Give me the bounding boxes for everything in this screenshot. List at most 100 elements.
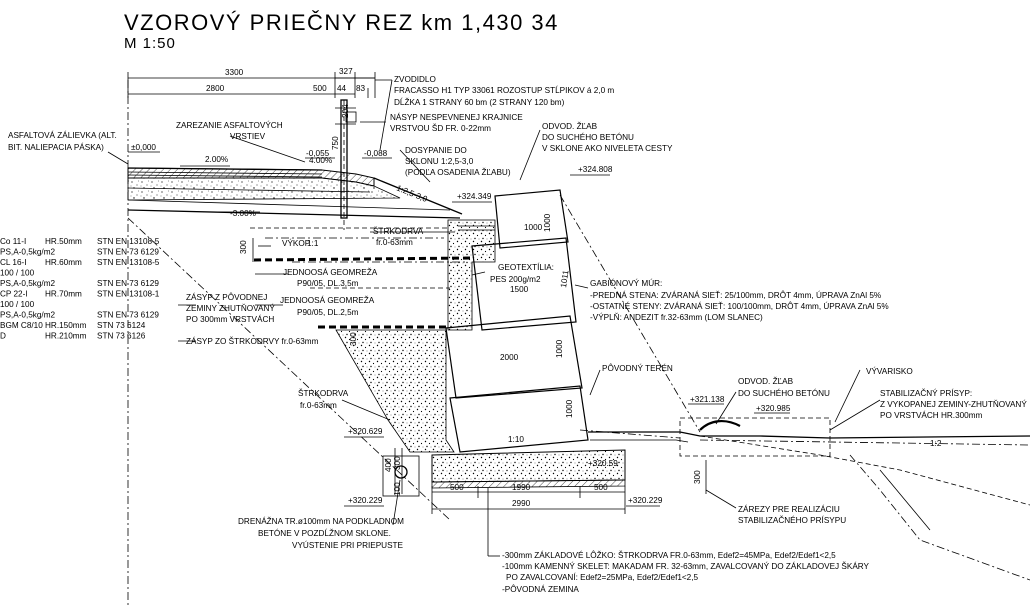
drawing-title: VZOROVÝ PRIEČNY REZ km 1,430 34	[124, 10, 559, 35]
svg-text:ZEMINY ZHUTŇOVANÝ: ZEMINY ZHUTŇOVANÝ	[186, 303, 275, 313]
svg-text:(PODĽA OSADENIA ŽĽABU): (PODĽA OSADENIA ŽĽABU)	[405, 167, 511, 177]
svg-text:-VÝPLŇ: ANDEZIT fr.32-63mm (LO: -VÝPLŇ: ANDEZIT fr.32-63mm (LOM SLANEC)	[590, 312, 763, 322]
label-odvod-1: ODVOD. ŽĽAB DO SUCHÉHO BETÓNU V SKLONE A…	[542, 121, 673, 153]
gabion-block-top	[494, 189, 569, 249]
slope-4-percent: 4.00%	[309, 156, 332, 165]
svg-text:PO ZAVALCOVANÍ: Edef2=25MPa, E: PO ZAVALCOVANÍ: Edef2=25MPa, Edef2/Edef1…	[506, 572, 699, 582]
slope-minus-3-percent: -3.00%	[230, 209, 256, 218]
layer-thickness: HR.210mm	[45, 332, 87, 341]
svg-text:ZÁSYP Z PÔVODNEJ: ZÁSYP Z PÔVODNEJ	[186, 292, 267, 302]
excavation-lines	[127, 194, 701, 521]
dim-204: 204	[341, 104, 350, 118]
svg-text:FRACASSO H1 TYP 33061 ROZOSTUP: FRACASSO H1 TYP 33061 ROZOSTUP STĹPIKOV …	[394, 85, 614, 95]
dim-100: 100	[393, 482, 402, 496]
label-strkodrva-1: ŠTRKODRVA fr.0-63mm	[373, 226, 424, 247]
svg-text:DOSYPANIE DO: DOSYPANIE DO	[405, 146, 467, 155]
layer-standard: STN EN 13108-1	[97, 290, 160, 299]
svg-text:ZVODIDLO: ZVODIDLO	[394, 75, 436, 84]
elevation-zero: ±0,000	[131, 143, 156, 152]
layer-standard: STN EN 13108-5	[97, 237, 160, 246]
top-dimensions: 3300 327 2800 500 44 83 204 750	[127, 67, 376, 150]
svg-text:P90/05, DL.3,5m: P90/05, DL.3,5m	[297, 279, 359, 288]
layer-name: PS,A-0,5kg/m2	[0, 311, 56, 320]
svg-text:-OSTATNÉ STENY: ZVÁRANÁ SIEŤ:: -OSTATNÉ STENY: ZVÁRANÁ SIEŤ: 100/100mm,…	[590, 301, 889, 311]
svg-text:DO SUCHÉHO BETÓNU: DO SUCHÉHO BETÓNU	[738, 388, 830, 398]
svg-text:PO 300mm VRSTVÁCH: PO 300mm VRSTVÁCH	[186, 314, 274, 324]
guardrail-post	[335, 99, 357, 230]
svg-text:PO VRSTVÁCH HR.300mm: PO VRSTVÁCH HR.300mm	[880, 410, 983, 420]
dim-327: 327	[339, 67, 353, 76]
svg-text:fr.0-63mm: fr.0-63mm	[300, 401, 337, 410]
layer-name: 100 / 100	[0, 269, 35, 278]
layer-name: PS,A-0,5kg/m2	[0, 248, 56, 257]
dim-1000-top-v: 1000	[543, 213, 552, 232]
label-povodny-teren: PÔVODNÝ TERÉN	[602, 363, 673, 373]
dim-1000-bottom: 1000	[565, 399, 574, 418]
svg-text:ZÁREZY PRE REALIZÁCIU: ZÁREZY PRE REALIZÁCIU	[738, 504, 840, 514]
svg-text:NÁSYP NESPEVNENEJ KRAJNICE: NÁSYP NESPEVNENEJ KRAJNICE	[390, 112, 523, 122]
slope-1-1: 1:1	[307, 239, 319, 248]
svg-text:BIT. NALIEPACIA PÁSKA): BIT. NALIEPACIA PÁSKA)	[8, 142, 104, 152]
label-stabilizacny: STABILIZAČNÝ PRÍSYP: Z VYKOPANEJ ZEMINY-…	[880, 388, 1027, 420]
dim-2000: 2000	[500, 353, 519, 362]
dim-300-d: 300	[693, 470, 702, 484]
layer-standard: STN 73 6126	[97, 332, 146, 341]
dim-750: 750	[331, 136, 340, 150]
layer-name: CL 16-I	[0, 258, 27, 267]
dim-44: 44	[337, 84, 347, 93]
bottom-dimensions: 500 1990 500 2990	[431, 483, 626, 514]
svg-text:JEDNOOSÁ GEOMREŽA: JEDNOOSÁ GEOMREŽA	[280, 295, 375, 305]
svg-text:DO SUCHÉHO BETÓNU: DO SUCHÉHO BETÓNU	[542, 132, 634, 142]
layer-thickness: HR.150mm	[45, 321, 87, 330]
dim-2800: 2800	[206, 84, 225, 93]
svg-text:STABILIZAČNÝ PRÍSYP:: STABILIZAČNÝ PRÍSYP:	[880, 388, 972, 398]
dim-2990: 2990	[512, 499, 531, 508]
svg-text:ODVOD. ŽĽAB: ODVOD. ŽĽAB	[738, 376, 794, 386]
label-zasyp-1: ZÁSYP Z PÔVODNEJ ZEMINY ZHUTŇOVANÝ PO 30…	[186, 292, 275, 324]
right-terrain: +321.138 +320.985 300	[588, 395, 1030, 581]
svg-text:VRSTIEV: VRSTIEV	[230, 132, 266, 141]
elevation-320229-left: +320.229	[348, 496, 383, 505]
dim-500-right: 500	[594, 483, 608, 492]
foundation-dims-left: 400 300 100	[384, 448, 403, 496]
label-dosypanie: DOSYPANIE DO SKLONU 1:2,5-3,0 (PODĽA OSA…	[405, 146, 511, 177]
dim-300-c: 300	[393, 456, 402, 470]
gabion-block-bottom	[449, 385, 589, 453]
label-vykop: VÝKOP	[282, 238, 311, 248]
svg-text:PES 200g/m2: PES 200g/m2	[490, 275, 541, 284]
svg-text:V SKLONE AKO NIVELETA CESTY: V SKLONE AKO NIVELETA CESTY	[542, 144, 673, 153]
elevation-324808: +324.808	[578, 165, 613, 174]
dim-300-a: 300	[239, 240, 248, 254]
svg-text:VRSTVOU ŠD FR. 0-22mm: VRSTVOU ŠD FR. 0-22mm	[390, 123, 491, 133]
elevation-minus-0055: -0,055	[306, 149, 330, 158]
label-zarezanie: ZAREZANIE ASFALTOVÝCH VRSTIEV	[176, 120, 283, 141]
layer-thickness: HR.70mm	[45, 290, 82, 299]
dim-1500: 1500	[510, 285, 529, 294]
elevation-324349: +324.349	[457, 192, 492, 201]
slope-1-10: 1:10	[508, 435, 524, 444]
gravel-backfill-upper	[447, 219, 496, 331]
label-strkodrva-2: ŠTRKODRVA fr.0-63mm	[298, 388, 349, 410]
dim-300-b: 300	[349, 332, 358, 346]
layer-name: Co 11-I	[0, 237, 26, 246]
layer-name: 100 / 100	[0, 300, 35, 309]
svg-text:GEOTEXTÍLIA:: GEOTEXTÍLIA:	[498, 262, 554, 272]
label-zasyp-2: ZÁSYP ZO ŠTRKODRVY fr.0-63mm	[186, 336, 319, 346]
svg-text:ASFALTOVÁ ZÁLIEVKA (ALT.: ASFALTOVÁ ZÁLIEVKA (ALT.	[8, 130, 117, 140]
elevation-marks-road: ±0,000 -0,055 -0,088	[128, 143, 392, 159]
gabion-block-upper	[471, 237, 577, 331]
elevation-marks-wall: +324.808 +324.349 +320.629 +320.229 +320…	[344, 165, 663, 507]
label-odvod-2: ODVOD. ŽĽAB DO SUCHÉHO BETÓNU	[738, 376, 830, 398]
label-geomreza-2: JEDNOOSÁ GEOMREŽA P90/05, DL.2,5m	[280, 295, 375, 317]
layer-thickness: HR.60mm	[45, 258, 82, 267]
svg-text:Z VYKOPANEJ ZEMINY-ZHUTŇOVANÝ: Z VYKOPANEJ ZEMINY-ZHUTŇOVANÝ	[880, 399, 1027, 409]
svg-text:ŠTRKODRVA: ŠTRKODRVA	[373, 226, 424, 236]
svg-text:-100mm KAMENNÝ SKELET: MAKADAM: -100mm KAMENNÝ SKELET: MAKADAM FR. 32-63…	[502, 561, 870, 571]
slope-fill: 1:2,5-3,0	[395, 184, 429, 205]
elevation-321138: +321.138	[690, 395, 725, 404]
gabion-block-middle	[445, 315, 583, 399]
layer-standard: STN EN 13108-5	[97, 258, 160, 267]
elevation-minus-0088: -0,088	[364, 149, 388, 158]
layer-name: CP 22-I	[0, 290, 28, 299]
dim-400: 400	[384, 458, 393, 472]
